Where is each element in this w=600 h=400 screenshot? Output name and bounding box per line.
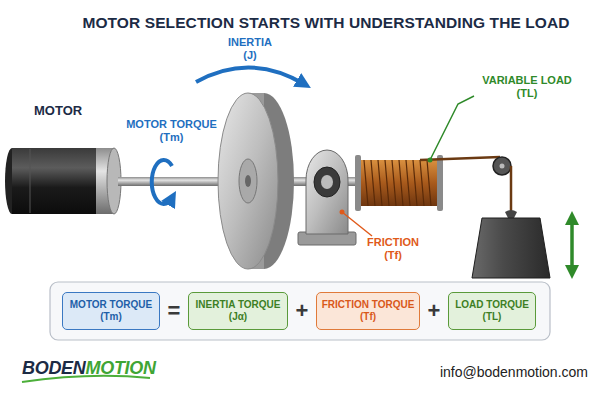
flywheel-hub bbox=[239, 159, 257, 203]
operator-sign: = bbox=[162, 298, 186, 323]
pulley bbox=[493, 157, 511, 175]
flywheel-face bbox=[218, 93, 278, 269]
part-label: MOTOR TORQUE (Tm) bbox=[124, 118, 219, 143]
motion-arrow bbox=[570, 218, 574, 272]
equation-box: LOAD TORQUE (TL) bbox=[448, 292, 536, 330]
motor-ring bbox=[30, 149, 31, 213]
spool-flange bbox=[355, 155, 361, 211]
box-label: MOTOR TORQUE (Tm) bbox=[65, 299, 157, 323]
load-weight bbox=[472, 218, 550, 278]
equation-box: FRICTION TORQUE (Tf) bbox=[316, 292, 420, 330]
rope bbox=[510, 166, 513, 212]
hook bbox=[505, 210, 517, 218]
leader-line bbox=[430, 96, 474, 160]
logo-text: BODEN bbox=[22, 358, 86, 379]
operator-sign: + bbox=[422, 298, 446, 323]
box-label: FRICTION TORQUE (Tf) bbox=[319, 299, 417, 323]
leader-dot bbox=[340, 210, 345, 215]
contact-email: info@bodenmotion.com bbox=[440, 364, 588, 380]
equation-box: MOTOR TORQUE (Tm) bbox=[62, 292, 160, 330]
torque-arrow bbox=[152, 160, 172, 204]
pulley-axle bbox=[500, 164, 505, 169]
rope-spool bbox=[360, 160, 438, 206]
coil-windings bbox=[364, 160, 431, 206]
leader-line bbox=[342, 212, 372, 236]
motor-body bbox=[12, 148, 106, 214]
part-label: MOTOR bbox=[34, 104, 104, 119]
bearing-race bbox=[314, 167, 340, 197]
operator-sign: + bbox=[290, 298, 314, 323]
part-label: INERTIA (J) bbox=[220, 36, 280, 61]
box-label: LOAD TORQUE (TL) bbox=[451, 299, 533, 323]
logo-text: MOTION bbox=[86, 358, 156, 379]
spool-flange bbox=[437, 155, 443, 211]
bearing-housing bbox=[306, 150, 348, 234]
inertia-arrow bbox=[196, 67, 304, 84]
box-label: INERTIA TORQUE (Jα) bbox=[191, 299, 285, 323]
title-text: MOTOR SELECTION STARTS WITH UNDERSTANDIN… bbox=[60, 14, 592, 32]
bearing-bore bbox=[321, 175, 333, 189]
part-label: VARIABLE LOAD (TL) bbox=[472, 74, 582, 99]
equation-band bbox=[50, 282, 550, 340]
company-logo: BODENMOTION bbox=[22, 358, 156, 379]
flywheel-bore bbox=[245, 175, 251, 187]
equation-box: INERTIA TORQUE (Jα) bbox=[188, 292, 288, 330]
part-label: FRICTION (Tf) bbox=[358, 236, 428, 261]
